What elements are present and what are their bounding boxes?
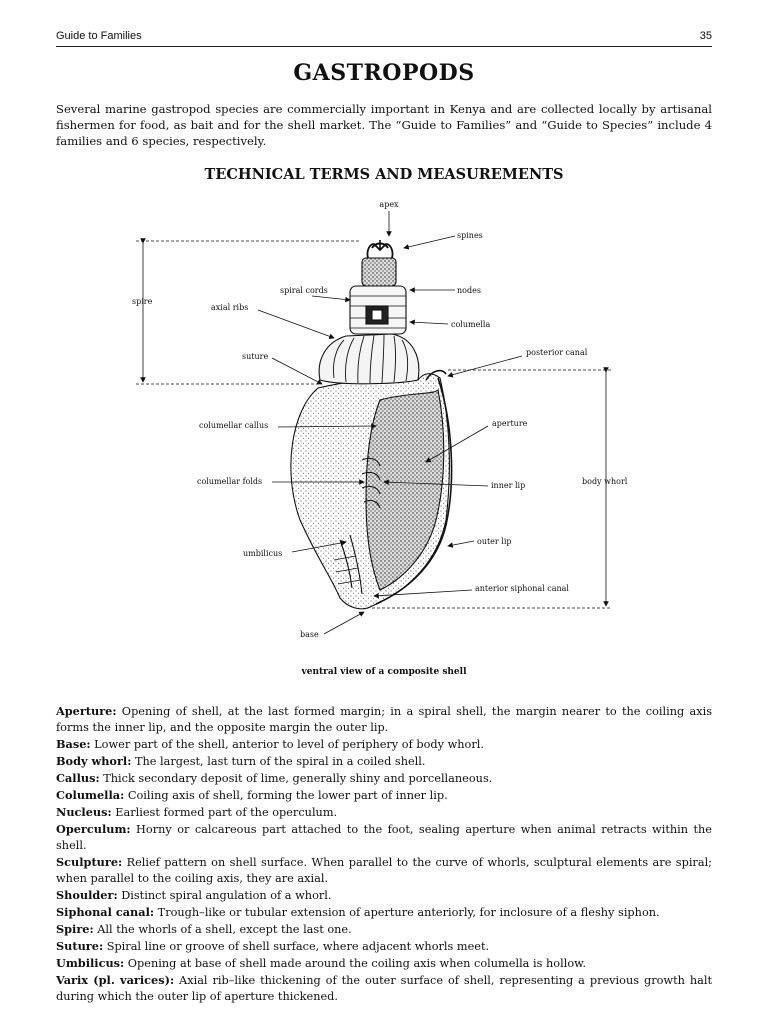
label-nodes: nodes: [457, 286, 481, 295]
definition: All the whorls of a shell, except the la…: [93, 923, 352, 936]
glossary-entry: Suture: Spiral line or groove of shell s…: [56, 938, 712, 955]
diagram-labels: apex spines spire spiral cords nodes axi…: [132, 200, 628, 639]
glossary: Aperture: Opening of shell, at the last …: [56, 703, 712, 1005]
definition: Lower part of the shell, anterior to lev…: [90, 738, 484, 751]
section-title: TECHNICAL TERMS AND MEASUREMENTS: [204, 166, 564, 183]
label-axial-ribs: axial ribs: [211, 303, 248, 312]
definition: Earliest formed part of the operculum.: [111, 806, 338, 819]
term: Operculum:: [56, 822, 131, 836]
page-number: 35: [699, 30, 712, 42]
label-outer-lip: outer lip: [477, 537, 512, 546]
label-inner-lip: inner lip: [491, 481, 525, 490]
page-title: GASTROPODS: [293, 60, 475, 86]
glossary-entry: Operculum: Horny or calcareous part atta…: [56, 821, 712, 854]
label-spire: spire: [132, 297, 153, 306]
definition: Coiling axis of shell, forming the lower…: [124, 789, 448, 802]
glossary-entry: Body whorl: The largest, last turn of th…: [56, 753, 712, 770]
glossary-entry: Nucleus: Earliest formed part of the ope…: [56, 804, 712, 821]
glossary-entry: Aperture: Opening of shell, at the last …: [56, 703, 712, 736]
shell-illustration: [290, 240, 453, 610]
term: Suture:: [56, 939, 104, 953]
term: Sculpture:: [56, 855, 123, 869]
label-spiral-cords: spiral cords: [280, 286, 328, 295]
term: Siphonal canal:: [56, 905, 155, 919]
glossary-entry: Callus: Thick secondary deposit of lime,…: [56, 770, 712, 787]
glossary-entry: Umbilicus: Opening at base of shell made…: [56, 955, 712, 972]
term: Body whorl:: [56, 754, 132, 768]
definition: Axial rib–like thickening of the outer s…: [56, 974, 712, 1003]
definition: Spiral line or groove of shell surface, …: [103, 940, 490, 953]
figure-caption: ventral view of a composite shell: [301, 667, 467, 677]
label-columellar-folds: columellar folds: [197, 477, 262, 486]
label-apex: apex: [379, 200, 399, 209]
label-body-whorl: body whorl: [582, 477, 628, 486]
measure-lines: [136, 238, 612, 609]
definition: Thick secondary deposit of lime, general…: [99, 772, 493, 785]
label-anterior-siphonal-canal: anterior siphonal canal: [475, 584, 569, 593]
running-header: Guide to Families 35: [56, 30, 712, 47]
definition: Relief pattern on shell surface. When pa…: [56, 856, 712, 885]
shell-diagram: apex spines spire spiral cords nodes axi…: [132, 200, 628, 639]
glossary-entry: Shoulder: Distinct spiral angulation of …: [56, 887, 712, 904]
leader-lines: [257, 211, 523, 635]
label-base: base: [300, 630, 319, 639]
definition: The largest, last turn of the spiral in …: [131, 755, 426, 768]
term: Varix (pl. varices):: [56, 973, 175, 987]
glossary-entry: Spire: All the whorls of a shell, except…: [56, 921, 712, 938]
label-aperture: aperture: [492, 419, 528, 428]
header-title: Guide to Families: [56, 30, 142, 42]
term: Nucleus:: [56, 805, 112, 819]
definition: Opening of shell, at the last formed mar…: [56, 705, 712, 734]
glossary-entry: Siphonal canal: Trough–like or tubular e…: [56, 904, 712, 921]
term: Shoulder:: [56, 888, 118, 902]
label-suture: suture: [242, 352, 268, 361]
label-columella: columella: [451, 320, 490, 329]
term: Umbilicus:: [56, 956, 125, 970]
intro-paragraph: Several marine gastropod species are com…: [56, 102, 712, 148]
definition: Distinct spiral angulation of a whorl.: [117, 889, 332, 902]
label-spines: spines: [457, 231, 483, 240]
definition: Horny or calcareous part attached to the…: [56, 823, 712, 852]
glossary-entry: Varix (pl. varices): Axial rib–like thic…: [56, 972, 712, 1005]
label-columellar-callus: columellar callus: [199, 421, 268, 430]
term: Base:: [56, 737, 91, 751]
label-posterior-canal: posterior canal: [526, 348, 588, 357]
term: Aperture:: [56, 704, 117, 718]
term: Columella:: [56, 788, 125, 802]
definition: Opening at base of shell made around the…: [124, 957, 587, 970]
definition: Trough–like or tubular extension of aper…: [154, 906, 660, 919]
term: Callus:: [56, 771, 100, 785]
glossary-entry: Columella: Coiling axis of shell, formin…: [56, 787, 712, 804]
glossary-entry: Base: Lower part of the shell, anterior …: [56, 736, 712, 753]
glossary-entry: Sculpture: Relief pattern on shell surfa…: [56, 854, 712, 887]
label-umbilicus: umbilicus: [243, 549, 282, 558]
term: Spire:: [56, 922, 94, 936]
